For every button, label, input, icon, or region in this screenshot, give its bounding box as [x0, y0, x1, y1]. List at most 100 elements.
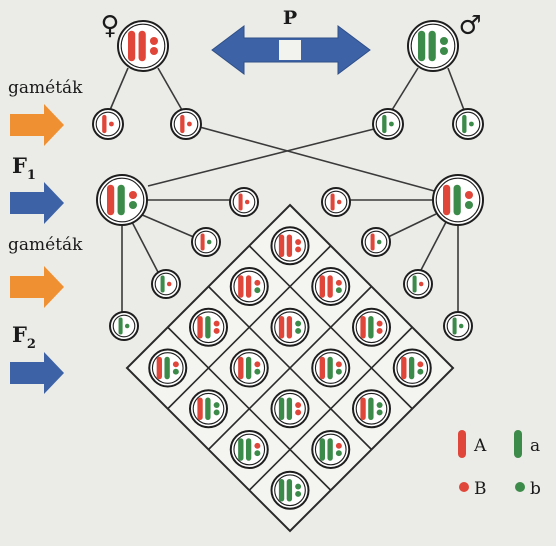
chromosome-b: [172, 368, 179, 375]
chromosome-b: [389, 121, 394, 127]
chromosome-a: [245, 356, 252, 380]
chromosome-a: [368, 397, 374, 421]
chromosome-b: [295, 320, 302, 327]
chromosome-b: [128, 200, 138, 210]
offspring-cell-AB-AB: [270, 226, 310, 266]
chromosome-B: [335, 442, 342, 449]
legend-label-A: A: [473, 436, 487, 456]
chromosome-b: [295, 327, 302, 334]
chromosome-b: [458, 323, 464, 329]
chromosome-a: [368, 315, 374, 339]
chromosome-B: [109, 121, 114, 127]
offspring-cell-Ab-ab: [352, 389, 391, 429]
chromosome-b: [335, 450, 342, 457]
line-female-to-gamete-AB: [109, 67, 129, 111]
chromosome-B: [187, 121, 192, 127]
parent-female-cell: [117, 20, 169, 72]
chromosome-b: [295, 483, 302, 490]
chromosome-b: [376, 402, 383, 409]
chromosome-b: [335, 287, 342, 294]
cells-layer: [92, 108, 484, 341]
chromosome-B: [464, 190, 473, 200]
line-f1-left-to-g2: [139, 213, 197, 239]
orange-arrow-2: [10, 266, 64, 308]
chromosome-A: [319, 356, 325, 380]
chromosome-A: [401, 356, 407, 380]
chromosome-A: [360, 315, 366, 339]
offspring-cell-Ab-aB: [311, 348, 351, 388]
chromosome-a: [327, 438, 333, 461]
chromosome-a: [462, 114, 467, 134]
chromosome-B: [417, 361, 424, 368]
chromosome-A: [319, 275, 325, 298]
punnett-square-diamond: [125, 203, 455, 533]
legend-label-a: a: [530, 436, 540, 456]
legend-label-b: b: [530, 479, 541, 499]
legend-big-red-bar: [458, 430, 466, 458]
f1-right-cell: [432, 174, 484, 226]
legend-small-green-dot: [515, 482, 525, 492]
f1-gamete-left-3: [151, 269, 181, 299]
chromosome-a: [164, 356, 170, 380]
legend-small-red-dot: [459, 482, 469, 492]
chromosome-B: [166, 281, 172, 287]
f1-gamete-right-2: [361, 227, 391, 257]
chromosome-A: [330, 193, 335, 211]
offspring-cell-ab-AB: [148, 348, 188, 388]
chromosome-B: [254, 279, 261, 286]
offspring-cell-aB-ab: [311, 430, 351, 469]
chromosome-a: [319, 438, 325, 461]
chromosome-B: [128, 190, 138, 200]
chromosome-b: [213, 402, 220, 409]
parental-arrow: [211, 25, 371, 75]
chromosome-A: [180, 114, 185, 134]
chromosome-a: [286, 397, 293, 421]
chromosome-a: [205, 397, 211, 421]
offspring-cell-ab-aB: [229, 430, 269, 469]
chromosome-b: [376, 409, 383, 416]
chromosome-B: [376, 327, 383, 334]
chromosome-A: [238, 193, 243, 211]
line-female-to-gamete-AB-2: [157, 67, 183, 111]
chromosome-b: [254, 287, 261, 294]
chromosome-B: [295, 239, 302, 246]
chromosome-B: [335, 361, 342, 368]
connector-lines: [109, 67, 465, 314]
gamete-female-2: [170, 108, 202, 140]
offspring-cell-aB-Ab: [229, 348, 269, 388]
chromosome-b: [335, 368, 342, 375]
chromosome-b: [439, 36, 448, 46]
offspring-cell-ab-Ab: [189, 389, 228, 429]
chromosome-a: [382, 114, 387, 134]
chromosome-a: [327, 356, 333, 380]
chromosome-A: [128, 30, 136, 62]
chromosome-a: [408, 356, 415, 380]
chromosome-a: [428, 30, 436, 62]
chromosome-A: [443, 184, 451, 216]
chromosome-b: [254, 450, 261, 457]
legend-label-B: B: [474, 479, 487, 499]
chromosome-A: [197, 397, 203, 421]
chromosome-a: [286, 478, 293, 502]
chromosome-b: [417, 368, 424, 375]
parental-label: P: [283, 7, 297, 29]
punnett-grid-lines: [167, 245, 413, 491]
chromosome-a: [452, 317, 457, 335]
side-labels: gaméták gaméták F1 F2: [8, 78, 83, 394]
chromosome-A: [238, 356, 244, 380]
chromosome-A: [327, 275, 333, 298]
line-cross-1: [195, 125, 439, 193]
chromosome-a: [118, 317, 123, 335]
chromosome-B: [213, 320, 220, 327]
chromosome-A: [107, 184, 115, 216]
chromosome-A: [278, 234, 285, 258]
chromosome-a: [117, 184, 125, 216]
offspring-cell-AB-ab: [392, 348, 432, 388]
f1-gamete-left-4: [109, 311, 139, 341]
chromosome-B: [295, 409, 302, 416]
offspring-cell-ab-ab: [270, 470, 310, 510]
grid-line: [248, 326, 413, 491]
chromosome-A: [286, 234, 293, 258]
chromosome-A: [286, 315, 293, 339]
chromosome-B: [254, 361, 261, 368]
